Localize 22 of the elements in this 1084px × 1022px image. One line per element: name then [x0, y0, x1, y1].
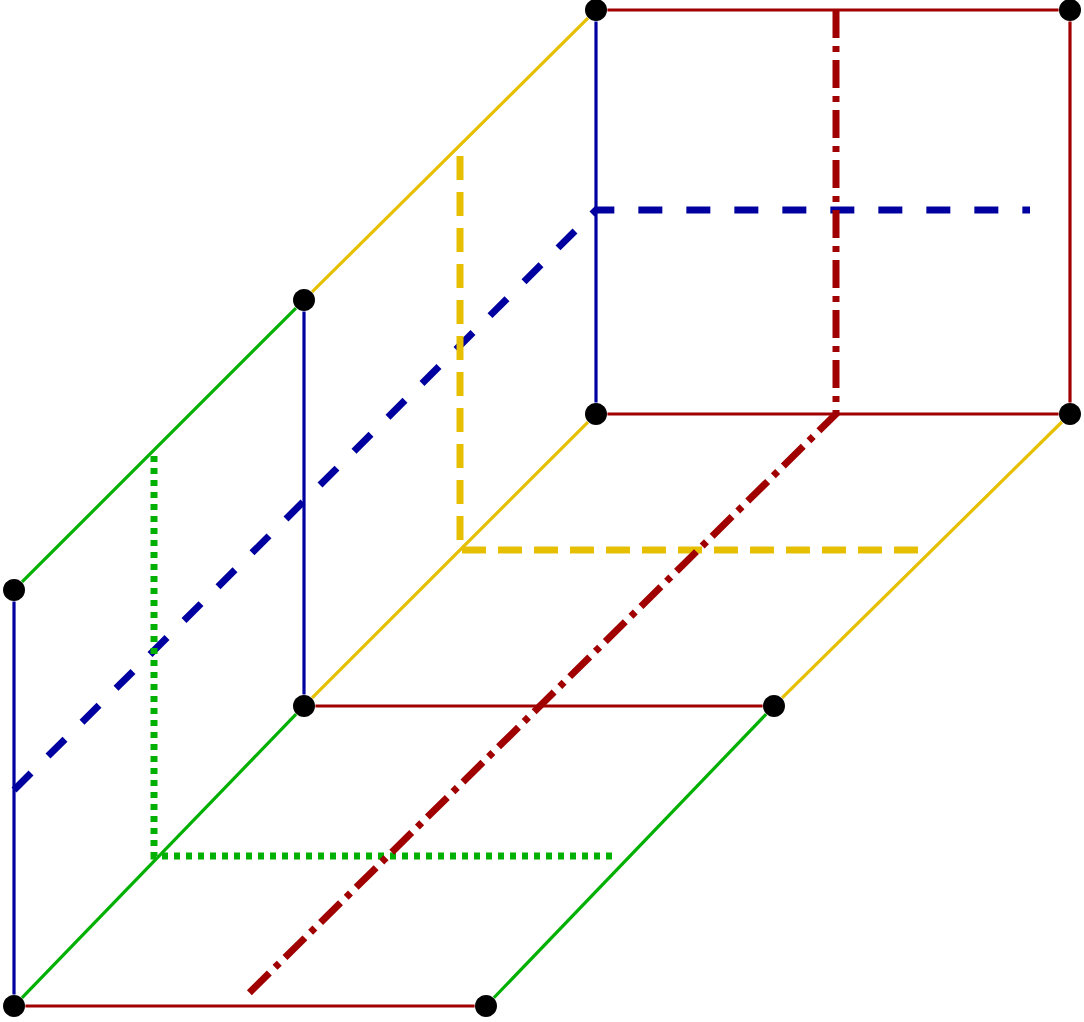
line: [25, 1004, 475, 1008]
line: [302, 311, 306, 695]
line: [12, 601, 16, 995]
dot: [585, 403, 607, 425]
line: [492, 713, 768, 999]
dot: [763, 695, 785, 717]
line: [607, 412, 1059, 416]
line: [594, 21, 598, 403]
line: [20, 306, 298, 584]
dot: [3, 579, 25, 601]
line: [20, 713, 298, 999]
line: [315, 704, 763, 708]
dot: [475, 995, 497, 1017]
dot: [3, 995, 25, 1017]
line: [607, 8, 1059, 12]
line: [781, 420, 1063, 700]
dot: [293, 289, 315, 311]
dot: [1059, 403, 1081, 425]
line: [310, 420, 590, 700]
line: [310, 16, 590, 294]
dot: [293, 695, 315, 717]
line: [1068, 21, 1072, 403]
